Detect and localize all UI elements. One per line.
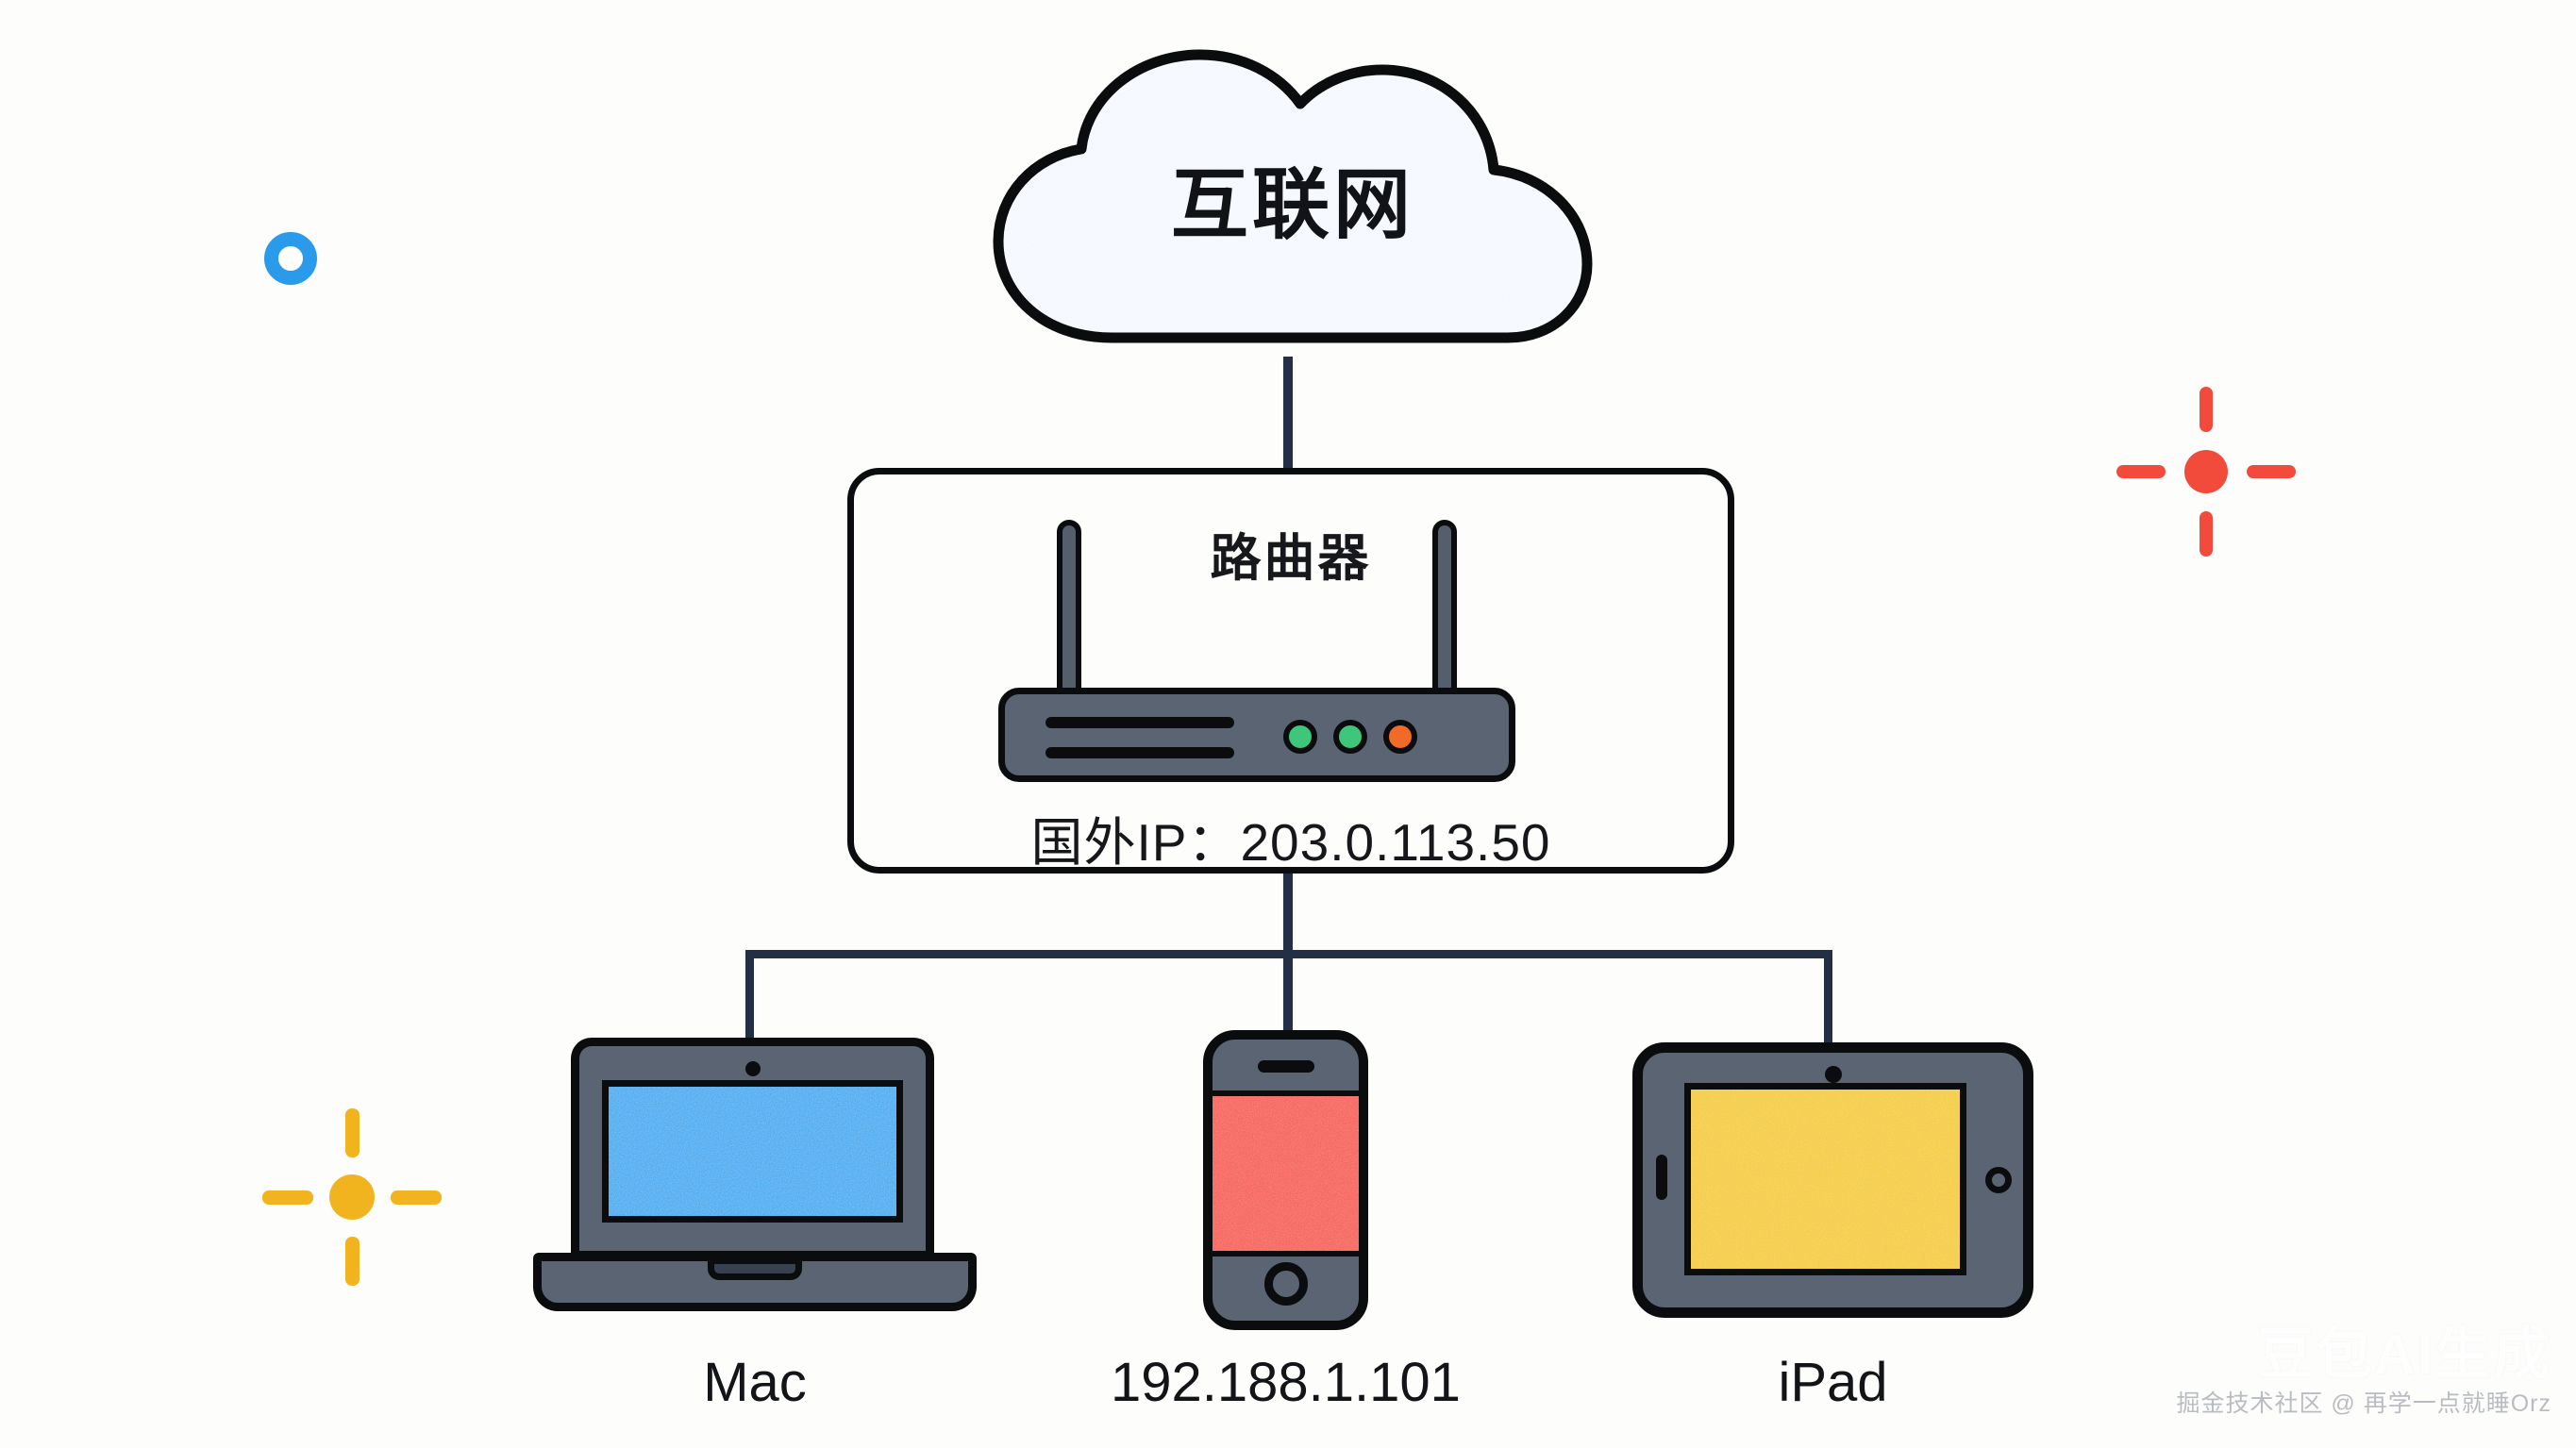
phone-screen xyxy=(1213,1090,1359,1257)
device-label-mac: Mac xyxy=(703,1352,807,1413)
phone-home-button[interactable] xyxy=(1263,1262,1308,1306)
cloud-shape xyxy=(993,49,1593,343)
router-antenna-left xyxy=(1057,520,1081,708)
wire-router-to-bus xyxy=(1283,873,1293,957)
crosshair-tick-bottom xyxy=(2200,511,2213,557)
phone-speaker-slot xyxy=(1257,1060,1314,1073)
crosshair-tick-left xyxy=(262,1190,313,1205)
tablet-screen xyxy=(1684,1083,1966,1275)
laptop-camera-icon xyxy=(744,1061,761,1076)
red-crosshair-marker xyxy=(2116,387,2296,557)
crosshair-center-dot xyxy=(329,1174,375,1220)
yellow-crosshair-marker xyxy=(262,1108,442,1286)
blue-ring-marker xyxy=(264,232,317,285)
watermark: 豆包AI生成 掘金技术社区 @ 再学一点就睡Orz xyxy=(1948,1326,2551,1416)
laptop-screen-texture xyxy=(609,1087,896,1216)
laptop-trackpad-notch xyxy=(708,1257,802,1280)
internet-cloud: 互联网 xyxy=(953,38,1632,368)
crosshair-tick-bottom xyxy=(345,1237,360,1286)
device-mac xyxy=(533,1038,977,1321)
router-vent-slot xyxy=(1045,717,1234,728)
laptop-screen xyxy=(602,1080,903,1223)
device-tablet xyxy=(1632,1042,2033,1318)
laptop-lid xyxy=(571,1038,934,1259)
watermark-credit: 掘金技术社区 @ 再学一点就睡Orz xyxy=(2176,1390,2551,1417)
router-led-green-1 xyxy=(1283,720,1317,754)
router-body xyxy=(998,688,1515,782)
phone-body xyxy=(1203,1030,1368,1330)
wire-bus-to-ipad xyxy=(1824,950,1832,1052)
tablet-camera-icon xyxy=(1824,1066,1842,1083)
laptop-base xyxy=(533,1253,977,1311)
watermark-brand: 豆包AI生成 xyxy=(2257,1323,2551,1386)
wire-cloud-to-router xyxy=(1283,357,1293,474)
crosshair-tick-top xyxy=(345,1108,360,1157)
router-vent-slot xyxy=(1045,747,1234,758)
router-card: 路曲器 国外IP：203.0.113.50 xyxy=(847,468,1734,874)
crosshair-tick-top xyxy=(2200,387,2213,432)
device-phone xyxy=(1203,1030,1368,1330)
wire-bus-to-mac xyxy=(745,950,754,1052)
crosshair-center-dot xyxy=(2184,450,2228,493)
router-led-green-2 xyxy=(1333,720,1367,754)
tablet-screen-texture xyxy=(1691,1090,1960,1269)
crosshair-tick-right xyxy=(2247,465,2296,478)
device-label-tablet: iPad xyxy=(1778,1352,1888,1413)
router-led-orange xyxy=(1383,720,1417,754)
crosshair-tick-right xyxy=(391,1190,442,1205)
router-ip-label: 国外IP：203.0.113.50 xyxy=(1030,813,1551,872)
router-antenna-right xyxy=(1432,520,1457,708)
router-title: 路曲器 xyxy=(1210,530,1372,587)
crosshair-tick-left xyxy=(2116,465,2166,478)
wire-bus-to-phone xyxy=(1283,950,1293,1042)
device-label-phone: 192.188.1.101 xyxy=(1111,1352,1461,1413)
cloud-label: 互联网 xyxy=(1170,162,1414,248)
tablet-body xyxy=(1632,1042,2033,1318)
tablet-home-button[interactable] xyxy=(1985,1167,2012,1193)
phone-screen-texture xyxy=(1213,1096,1359,1251)
tablet-side-button[interactable] xyxy=(1656,1155,1667,1200)
